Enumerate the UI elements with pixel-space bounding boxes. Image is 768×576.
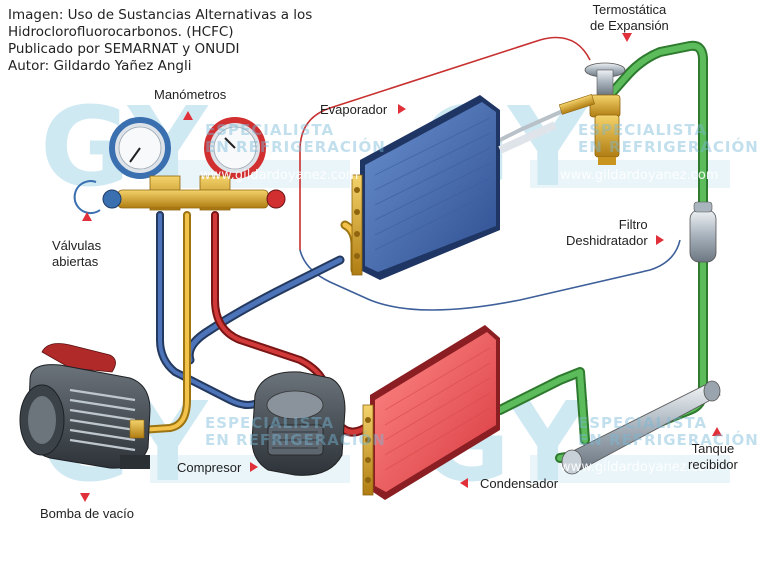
caption-title: Imagen: Uso de Sustancias Alternativas a…	[8, 7, 313, 23]
watermark-text: ESPECIALISTA EN REFRIGERACIÓN	[205, 415, 386, 449]
label-valvulas-line2: abiertas	[52, 254, 99, 269]
watermark-url: www.gildardoyanez.com	[560, 460, 719, 475]
label-compresor: Compresor	[177, 460, 242, 475]
watermark-line1: ESPECIALISTA	[578, 121, 708, 139]
caption-publisher: Publicado por SEMARNAT y ONUDI	[8, 41, 240, 57]
label-tanque: Tanque recibidor	[688, 441, 738, 473]
watermark-line1: ESPECIALISTA	[205, 414, 335, 432]
watermark-text: ESPECIALISTA EN REFRIGERACIÓN	[205, 122, 386, 156]
label-termostatica-line1: Termostática	[592, 2, 667, 17]
label-arrows	[80, 33, 722, 502]
watermark-text: ESPECIALISTA EN REFRIGERACIÓN	[578, 122, 759, 156]
label-termostatica-line2: de Expansión	[590, 18, 669, 33]
label-valvulas-line1: Válvulas	[52, 238, 102, 253]
watermark-line2: EN REFRIGERACIÓN	[578, 431, 759, 449]
compressor	[251, 371, 346, 476]
watermark-line2: EN REFRIGERACIÓN	[578, 138, 759, 156]
image-caption: Imagen: Uso de Sustancias Alternativas a…	[8, 7, 312, 75]
label-termostatica: Termostática de Expansión	[590, 2, 669, 34]
expansion-valve	[558, 62, 626, 165]
label-valvulas: Válvulas abiertas	[52, 238, 101, 270]
manifold-gauge-set	[73, 117, 286, 215]
label-bomba: Bomba de vacío	[40, 506, 134, 521]
label-condensador: Condensador	[480, 476, 559, 491]
watermark-line2: EN REFRIGERACIÓN	[205, 138, 386, 156]
vacuum-pump	[19, 343, 151, 469]
watermark-line1: ESPECIALISTA	[578, 414, 708, 432]
label-tanque-line1: Tanque	[691, 441, 735, 456]
caption-author: Autor: Gildardo Yañez Angli	[8, 58, 192, 74]
label-filtro-line1: Filtro	[618, 217, 648, 232]
label-tanque-line2: recibidor	[688, 457, 738, 472]
watermark-line1: ESPECIALISTA	[205, 121, 335, 139]
watermark-line2: EN REFRIGERACIÓN	[205, 431, 386, 449]
condenser-coil	[362, 325, 500, 500]
label-manometros: Manómetros	[154, 87, 227, 102]
receiver-tank	[561, 380, 721, 475]
label-filtro-line2: Deshidratador	[566, 233, 648, 248]
watermark-url: www.gildardoyanez.com	[200, 168, 359, 183]
caption-subtitle: Hidroclorofluorocarbonos. (HCFC)	[8, 24, 234, 40]
label-evaporador: Evaporador	[320, 102, 388, 117]
filter-drier	[689, 201, 717, 263]
label-filtro: Filtro Deshidratador	[566, 217, 648, 249]
watermark-url: www.gildardoyanez.com	[560, 168, 719, 183]
watermark-text: ESPECIALISTA EN REFRIGERACIÓN	[578, 415, 759, 449]
evaporator-coil	[351, 95, 557, 280]
